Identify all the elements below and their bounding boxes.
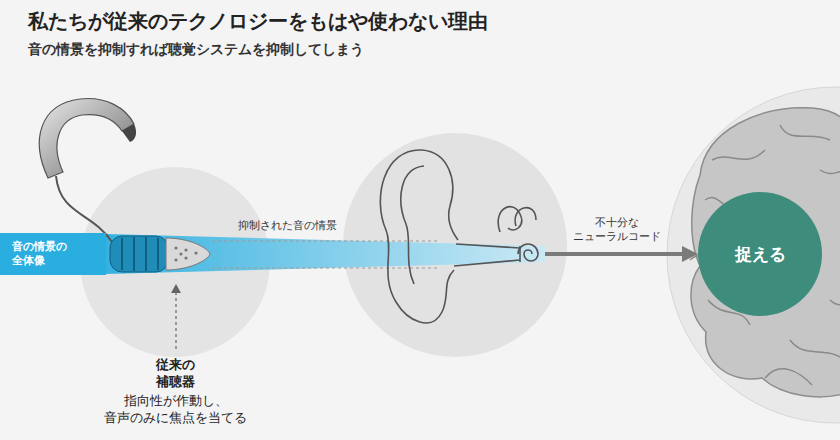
leader-arrow [171,284,181,293]
dashed-guide [212,268,440,269]
semicircular-canal [515,208,536,226]
diagram-title: 私たちが従来のテクノロジーをもはや使わない理由 [28,8,488,34]
node-text: 音の情景の 全体像 [12,240,78,269]
speaker-body [110,236,168,272]
device-cap [122,124,136,142]
sound-scene-band: 音の情景の 全体像 [0,233,106,275]
brain-illustration [690,108,840,397]
brain-circle [667,87,840,423]
edge-label: 不十分な ニューラルコード [570,216,665,245]
ear-fold [401,166,424,284]
speaker-ribs [122,237,158,271]
dashed-guide [212,241,440,242]
device-body [39,99,134,178]
speaker-dome [166,238,210,270]
perceive-circle: 捉える [698,192,822,316]
circle-fill [698,192,822,316]
ear-helix [422,150,458,240]
subtitle: 音の情景を抑制すれば聴覚システムを抑制してしまう [28,40,364,58]
brain-shape [691,108,840,397]
dome-holes [174,246,197,261]
device-note: 指向性が作動し、 音声のみに焦点を当てる [101,393,252,427]
ear-canal [454,244,520,266]
cochlea [518,244,538,261]
ear-pinna [380,150,454,323]
node-text: 捉える [735,243,786,265]
brain-gyri [690,125,840,385]
band-label: 抑制された音の情景 [238,219,337,233]
ear-illustration [380,150,538,323]
sound-band [106,234,545,274]
leader-line [175,292,176,350]
device-heading: 従来の 補聴器 [153,357,200,391]
